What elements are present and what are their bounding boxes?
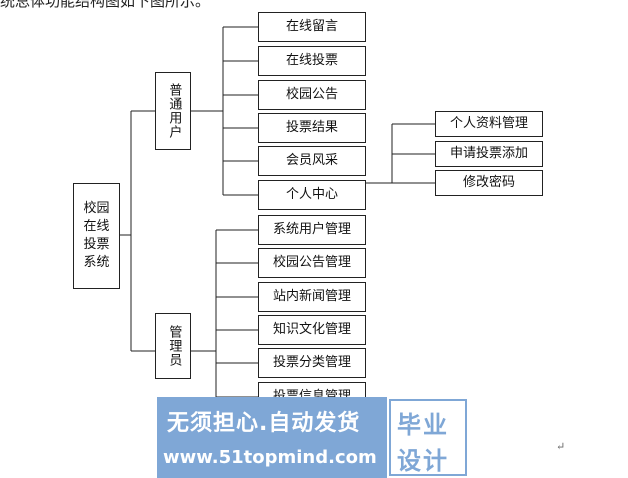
root-label: 校园在线投票系统	[83, 200, 110, 271]
node-campus-notice: 校园公告	[258, 80, 366, 110]
node-personal-center: 个人中心	[258, 180, 366, 210]
node-profile-manage: 个人资料管理	[435, 111, 543, 137]
group-admin: 管理员	[155, 313, 191, 379]
node-member-showcase: 会员风采	[258, 146, 366, 176]
watermark-logo-line1: 毕业	[397, 411, 449, 439]
node-vote-result: 投票结果	[258, 113, 366, 143]
paragraph-mark-icon: ↵	[556, 440, 566, 453]
node-change-password: 修改密码	[435, 170, 543, 196]
node-news-manage: 站内新闻管理	[258, 282, 366, 312]
node-vote-category-manage: 投票分类管理	[258, 348, 366, 378]
node-system-user-manage: 系统用户管理	[258, 215, 366, 245]
root-node: 校园在线投票系统	[73, 183, 120, 289]
node-apply-vote-add: 申请投票添加	[435, 141, 543, 167]
node-online-message: 在线留言	[258, 12, 366, 42]
node-online-vote: 在线投票	[258, 46, 366, 76]
intro-sentence: 统总体功能结构图如下图所示。	[0, 0, 211, 10]
watermark-left-panel: 无须担心.自动发货 www.51topmind.com	[157, 397, 387, 478]
watermark-banner: 无须担心.自动发货 www.51topmind.com 毕业 设计	[157, 397, 469, 478]
node-notice-manage: 校园公告管理	[258, 248, 366, 278]
node-culture-manage: 知识文化管理	[258, 315, 366, 345]
watermark-url: www.51topmind.com	[163, 447, 377, 468]
watermark-logo-line2: 设计	[397, 447, 449, 475]
group-regular-user: 普通用户	[155, 72, 191, 150]
watermark-logo: 毕业 设计	[389, 399, 467, 476]
watermark-slogan: 无须担心.自动发货	[167, 411, 361, 436]
